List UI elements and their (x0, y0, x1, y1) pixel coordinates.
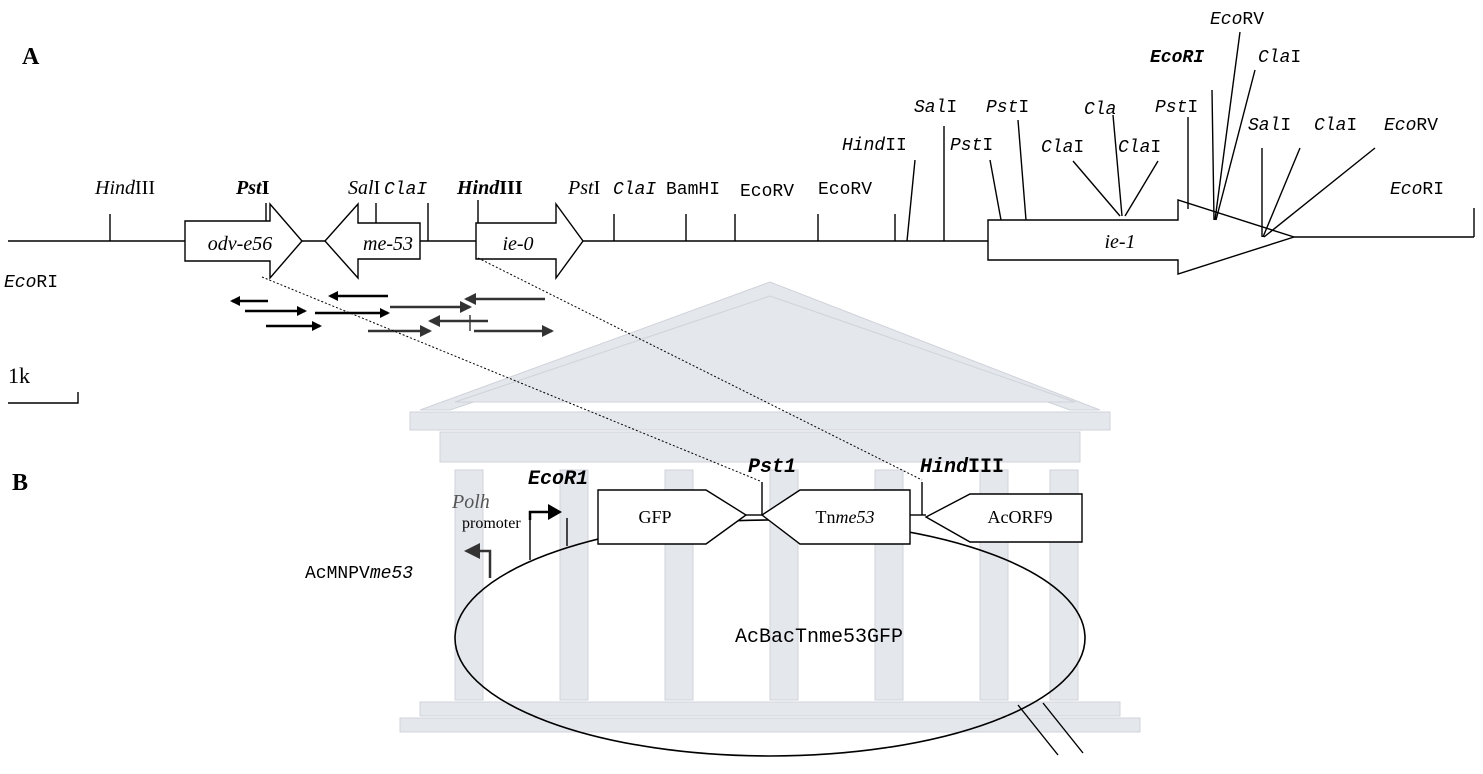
site-label-psti-1: PstI (235, 177, 270, 199)
scale-bar-label: 1k (8, 363, 30, 388)
tnme53-label: Tnme53 (816, 507, 875, 527)
site-label-cla: Cla (1084, 100, 1116, 120)
gene-odv-e56-label: odv-e56 (208, 233, 272, 255)
plasmid-label: AcBacTnme53GFP (735, 626, 903, 649)
site-label-ecorv-2: EcoRV (818, 180, 872, 200)
site-label-clai-6: ClaI (1314, 116, 1357, 136)
gfp-cassette: GFP (598, 490, 746, 544)
site-label-psti-4: PstI (986, 98, 1029, 118)
site-label-ecori-left: EcoRI (4, 273, 58, 293)
site-label-hindiii-2: HindIII (456, 177, 523, 199)
scale-bar (8, 392, 78, 403)
sequencing-reads (232, 296, 552, 331)
gene-me-53: me-53 (325, 204, 420, 278)
panel-b-label: B (12, 470, 28, 496)
site-label-ecorv-1: EcoRV (740, 182, 794, 202)
site-label-clai-5: ClaI (1258, 48, 1301, 68)
site-label-ecori-right: EcoRI (1390, 180, 1444, 200)
site-label-hindiii-1: HindIII (94, 177, 155, 199)
site-label-clai-3: ClaI (1041, 138, 1084, 158)
site-label-sali-2: SalI (914, 98, 957, 118)
orf9-label: AcORF9 (987, 507, 1052, 527)
hindiii-label: HindIII (920, 456, 1004, 479)
site-label-clai-1: ClaI (384, 180, 427, 200)
gfp-label: GFP (638, 507, 671, 527)
ecor1-label: EcoR1 (528, 468, 588, 491)
gene-me-53-label: me-53 (363, 233, 413, 255)
site-label-bamhi: BamHI (666, 180, 720, 200)
panel-a-label: A (22, 44, 40, 70)
gene-ie-1-label: ie-1 (1104, 231, 1135, 253)
site-label-clai-4: ClaI (1118, 138, 1161, 158)
site-label-psti-2: PstI (567, 177, 600, 199)
site-label-sali-1: SalI (348, 177, 380, 199)
site-label-ecori-bold: EcoRI (1150, 48, 1204, 68)
gene-ie-0-label: ie-0 (502, 233, 533, 255)
site-label-hindii: HindII (842, 136, 907, 156)
promoter-label: promoter (462, 515, 521, 532)
gene-odv-e56: odv-e56 (185, 204, 302, 278)
gene-ie-1: ie-1 (988, 200, 1294, 274)
site-label-psti-5: PstI (1155, 98, 1198, 118)
site-label-sali-3: SalI (1248, 116, 1291, 136)
gene-ie-0: ie-0 (476, 204, 583, 278)
site-label-ecorv-4: EcoRV (1384, 116, 1438, 136)
pst1-label: Pst1 (748, 456, 796, 479)
acmnpv-me53-label: AcMNPVme53 (305, 564, 413, 584)
polh-promoter-arrow (530, 504, 562, 520)
polh-label: Polh (451, 491, 490, 513)
orf9-cassette: AcORF9 (926, 494, 1082, 542)
site-label-ecorv-3: EcoRV (1210, 10, 1264, 30)
site-label-clai-2: ClaI (613, 180, 656, 200)
site-label-psti-3: PstI (950, 136, 993, 156)
